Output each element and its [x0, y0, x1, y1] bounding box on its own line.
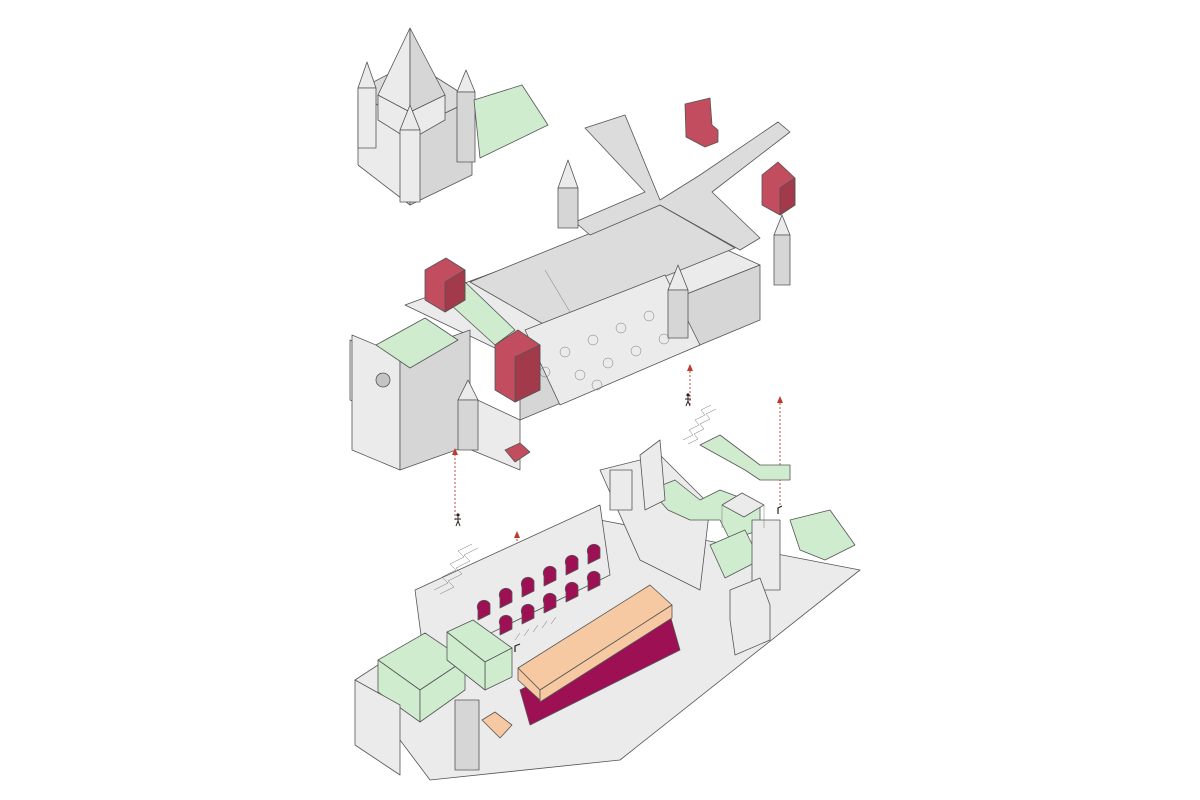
peach-volume-side [539, 604, 673, 703]
green-block-large [377, 632, 466, 723]
pinnacle-icon [456, 69, 476, 93]
flag-marker-icon [514, 643, 521, 652]
arrow-head-icon [514, 531, 520, 538]
column-base [630, 345, 642, 357]
spire-icon [557, 159, 579, 189]
tower-green-roof [375, 317, 459, 369]
magenta-arches [476, 543, 601, 636]
pews-row [514, 616, 557, 641]
arch-opening [498, 587, 513, 609]
upper-cathedral-level [349, 97, 796, 471]
red-block-central [494, 329, 541, 403]
column-bases [539, 310, 670, 391]
spire-shaft [557, 187, 579, 229]
red-block-side [779, 177, 796, 216]
spire-shaft [667, 289, 689, 339]
pew [541, 620, 548, 629]
spire-icon [773, 214, 791, 236]
stair-flight [439, 547, 479, 595]
stair-flight [433, 543, 473, 591]
cloister-court [524, 274, 701, 406]
arch-opening [586, 543, 601, 565]
person-head-icon [456, 513, 460, 517]
pinnacle-shaft [399, 129, 421, 203]
red-block-east [761, 161, 796, 216]
dome-building [357, 27, 549, 206]
green-walkway-east [789, 509, 856, 561]
pew [550, 616, 557, 625]
column-base [602, 357, 614, 369]
arch-opening [520, 576, 535, 598]
red-block-side [514, 344, 541, 403]
column-base [643, 310, 655, 322]
lower-ruin-level [354, 393, 861, 781]
pinnacle-shaft [357, 87, 377, 149]
stair-east-upper [682, 404, 717, 445]
stair-flight [687, 408, 717, 445]
red-block-face [684, 97, 719, 148]
west-base-tower [354, 679, 401, 776]
pew [523, 628, 530, 637]
green-walkway-upper [699, 434, 791, 481]
green-block-left [446, 631, 486, 691]
arrow-head-icon [687, 364, 693, 371]
arrow-head-icon [777, 396, 783, 403]
column-base [574, 369, 586, 381]
stair-turret [454, 699, 480, 771]
red-base-marker [504, 442, 531, 463]
arch-opening [542, 592, 557, 614]
pew [514, 632, 521, 641]
pinnacle-icon [357, 61, 377, 89]
east-pier [751, 519, 781, 591]
red-block-west [424, 257, 466, 313]
connector-arrows [452, 364, 783, 605]
arch-opening [564, 581, 579, 603]
arch-opening [476, 599, 491, 621]
spire-shaft [457, 399, 479, 451]
arch-opening [542, 565, 557, 587]
stair-flight [682, 404, 712, 441]
arch-opening [564, 554, 579, 576]
person-icon [685, 397, 691, 407]
arch-opening [586, 570, 601, 592]
green-block-right [419, 659, 466, 723]
spire-shaft [773, 234, 791, 286]
peach-small-block [481, 711, 513, 739]
pinnacle-shaft [456, 91, 476, 163]
arch-opening [498, 614, 513, 636]
rose-window-icon [375, 372, 391, 388]
human-figure-icons [455, 393, 783, 652]
ruin-pillar [609, 469, 633, 511]
column-base [587, 334, 599, 346]
green-block-small [446, 619, 513, 691]
roof-ridge-line [544, 269, 571, 313]
southeast-tower [729, 577, 771, 656]
column-base [615, 322, 627, 334]
stair-west [433, 543, 479, 595]
column-base [559, 346, 571, 358]
arrow-head-icon [452, 448, 458, 455]
person-icon [455, 517, 461, 527]
person-head-icon [686, 393, 690, 397]
ruin-pillar [639, 439, 666, 511]
arch-opening [520, 603, 535, 625]
red-block-top [684, 97, 719, 148]
column-base [591, 379, 603, 391]
red-block-side [444, 269, 466, 313]
pew [532, 624, 539, 633]
dome-cone-right [409, 27, 446, 113]
flag-marker-icon [777, 505, 783, 514]
green-annex-roof [473, 84, 549, 159]
column-base [658, 333, 670, 345]
